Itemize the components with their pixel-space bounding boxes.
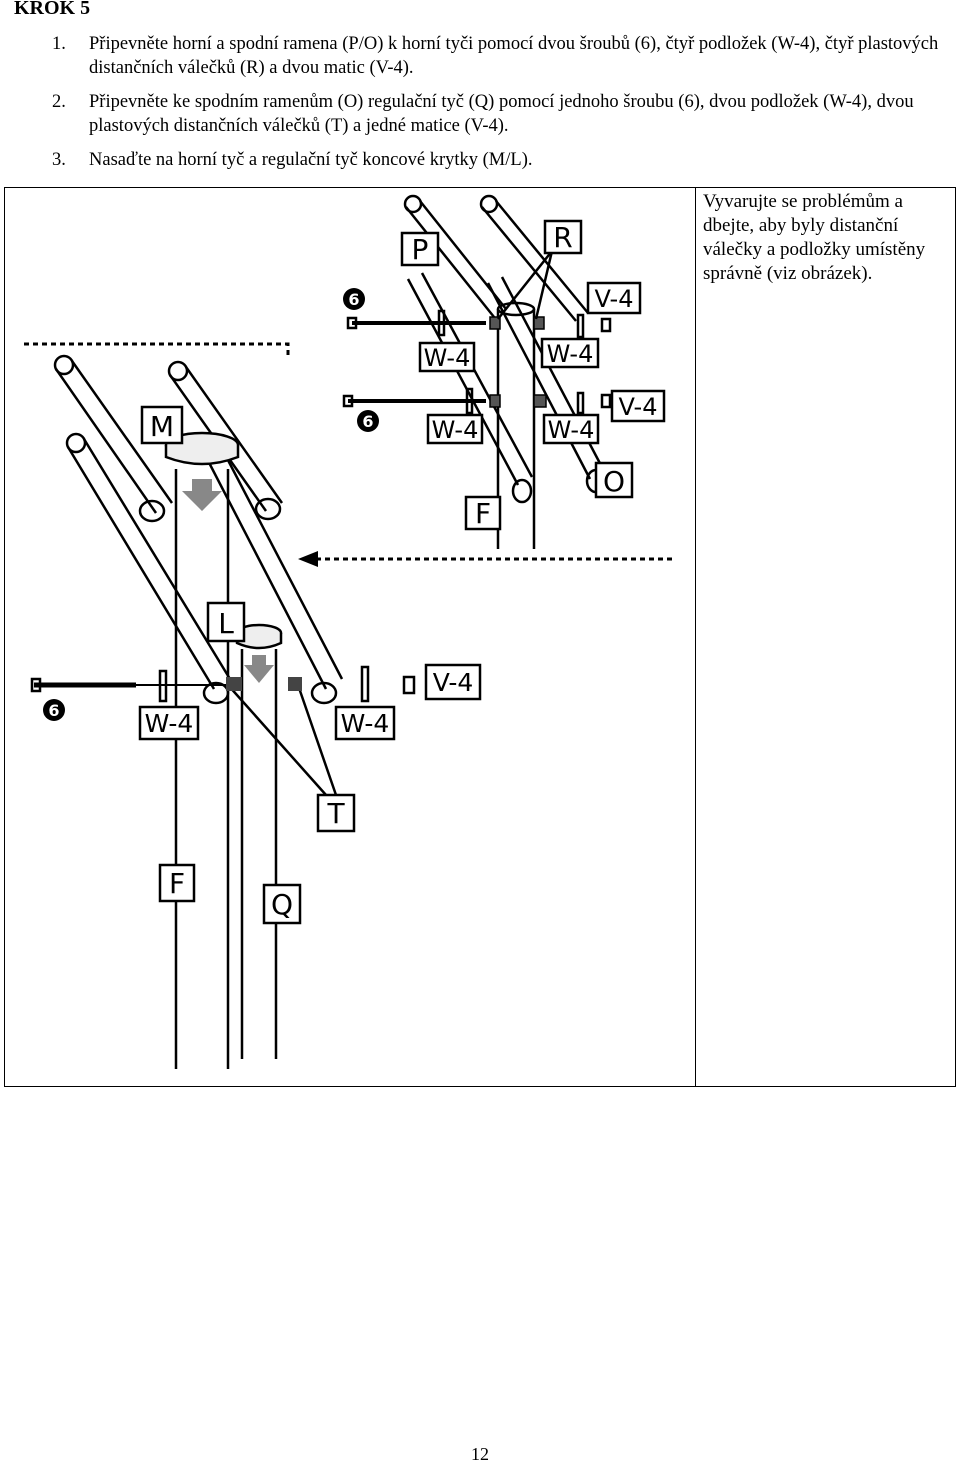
label-v4-detail-1: V-4 <box>586 281 642 315</box>
svg-text:6: 6 <box>48 701 59 720</box>
leader-t <box>227 684 338 796</box>
label-p: P <box>400 231 440 267</box>
label-w4-detail-1: W-4 <box>418 341 476 373</box>
washer <box>465 387 474 415</box>
label-l: L <box>206 601 246 643</box>
svg-text:W-4: W-4 <box>547 340 594 368</box>
bolt-badge-1: 6 <box>343 288 365 310</box>
cap-arrow-m <box>182 479 222 511</box>
detail-view <box>342 194 612 549</box>
bolt-badge-3: 6 <box>43 699 65 721</box>
svg-text:W-4: W-4 <box>424 344 471 372</box>
adjustment-pole-q <box>240 649 278 1059</box>
svg-text:M: M <box>150 410 174 443</box>
assembly-diagram: P R V-4 W-4 W-4 V-4 W-4 W-4 <box>24 194 674 1069</box>
step-number: 1. <box>52 34 66 54</box>
warning-note: Vyvarujte se problémům a dbejte, aby byl… <box>703 191 926 284</box>
arm-end-cap <box>403 194 423 214</box>
label-v4-detail-2: V-4 <box>610 389 666 423</box>
end-cap-m-body <box>164 445 240 466</box>
svg-text:V-4: V-4 <box>619 393 658 421</box>
label-w4-main-1: W-4 <box>138 705 200 741</box>
step-heading: KROK 5 <box>14 0 91 19</box>
upper-arm-right <box>481 200 589 322</box>
label-w4-main-2: W-4 <box>334 705 396 741</box>
main-lower-arm-2 <box>200 440 344 690</box>
svg-text:L: L <box>218 607 234 640</box>
step-number: 2. <box>52 92 66 112</box>
arm-end-cap <box>65 432 87 454</box>
svg-text:R: R <box>553 221 572 254</box>
bolt-badge-2: 6 <box>357 410 379 432</box>
step-number: 3. <box>52 150 66 170</box>
arm-end-cap <box>53 354 75 376</box>
svg-text:W-4: W-4 <box>432 416 479 444</box>
label-r: R <box>543 219 583 255</box>
svg-text:W-4: W-4 <box>145 709 194 738</box>
end-cap-l-body <box>235 633 283 650</box>
washer <box>576 313 585 339</box>
page-number: 12 <box>471 1444 489 1464</box>
step-text: Připevněte ke spodním ramenům (O) regula… <box>89 92 914 136</box>
svg-text:V-4: V-4 <box>595 285 634 313</box>
step-text: Nasaďte na horní tyč a regulační tyč kon… <box>89 150 533 170</box>
label-o: O <box>594 461 634 499</box>
nut <box>600 393 612 409</box>
svg-text:F: F <box>475 497 491 530</box>
svg-text:6: 6 <box>362 412 373 431</box>
label-m: M <box>140 405 184 445</box>
label-q: Q <box>262 883 302 925</box>
washer <box>576 391 585 415</box>
arm-end-cap <box>310 681 338 705</box>
arm-end-cap <box>479 194 499 214</box>
top-pole-f <box>174 469 230 1069</box>
instruction-step-2: 2. Připevněte ke spodním ramenům (O) reg… <box>0 90 960 138</box>
label-w4-detail-3: W-4 <box>426 413 484 445</box>
arm-end-cap <box>167 360 189 382</box>
nut <box>600 317 612 333</box>
pole-f-detail <box>496 309 536 549</box>
arm-end-cap <box>511 478 533 504</box>
label-w4-detail-2: W-4 <box>540 337 600 369</box>
svg-text:F: F <box>169 867 185 900</box>
instruction-step-3: 3. Nasaďte na horní tyč a regulační tyč … <box>0 148 960 172</box>
svg-text:Q: Q <box>271 888 293 921</box>
instruction-list: 1. Připevněte horní a spodní ramena (P/O… <box>0 32 960 182</box>
washer <box>360 665 370 703</box>
svg-text:P: P <box>412 233 429 266</box>
cap-arrow-l <box>244 655 274 683</box>
svg-text:W-4: W-4 <box>548 416 595 444</box>
main-lower-arm-1 <box>66 438 232 690</box>
svg-text:W-4: W-4 <box>341 709 390 738</box>
bolt-head <box>342 394 354 408</box>
spacer <box>288 677 302 691</box>
svg-text:T: T <box>326 797 345 830</box>
lower-arm-left <box>406 272 534 486</box>
svg-text:O: O <box>603 465 625 498</box>
svg-text:6: 6 <box>348 290 359 309</box>
spacer <box>226 677 242 691</box>
leader-r <box>497 250 554 320</box>
label-f-detail: F <box>464 495 502 531</box>
frame-divider <box>695 188 696 1086</box>
nut <box>402 675 416 695</box>
bolt-head <box>346 316 358 330</box>
arrow-head <box>298 551 318 567</box>
label-f-main: F <box>158 863 196 903</box>
main-upper-arm-1 <box>54 360 174 514</box>
svg-text:V-4: V-4 <box>433 668 474 697</box>
dashed-connector <box>24 342 290 359</box>
illustration-frame <box>4 187 956 1087</box>
label-t: T <box>316 793 356 833</box>
step-text: Připevněte horní a spodní ramena (P/O) k… <box>89 34 939 78</box>
instruction-step-1: 1. Připevněte horní a spodní ramena (P/O… <box>0 32 960 80</box>
arm-end-cap <box>138 499 166 523</box>
washer <box>437 309 446 337</box>
bolt-head <box>30 677 42 693</box>
label-w4-detail-4: W-4 <box>542 413 600 445</box>
arm-end-cap <box>202 681 230 705</box>
arm-end-cap <box>254 497 282 521</box>
label-v4-main: V-4 <box>424 663 482 701</box>
